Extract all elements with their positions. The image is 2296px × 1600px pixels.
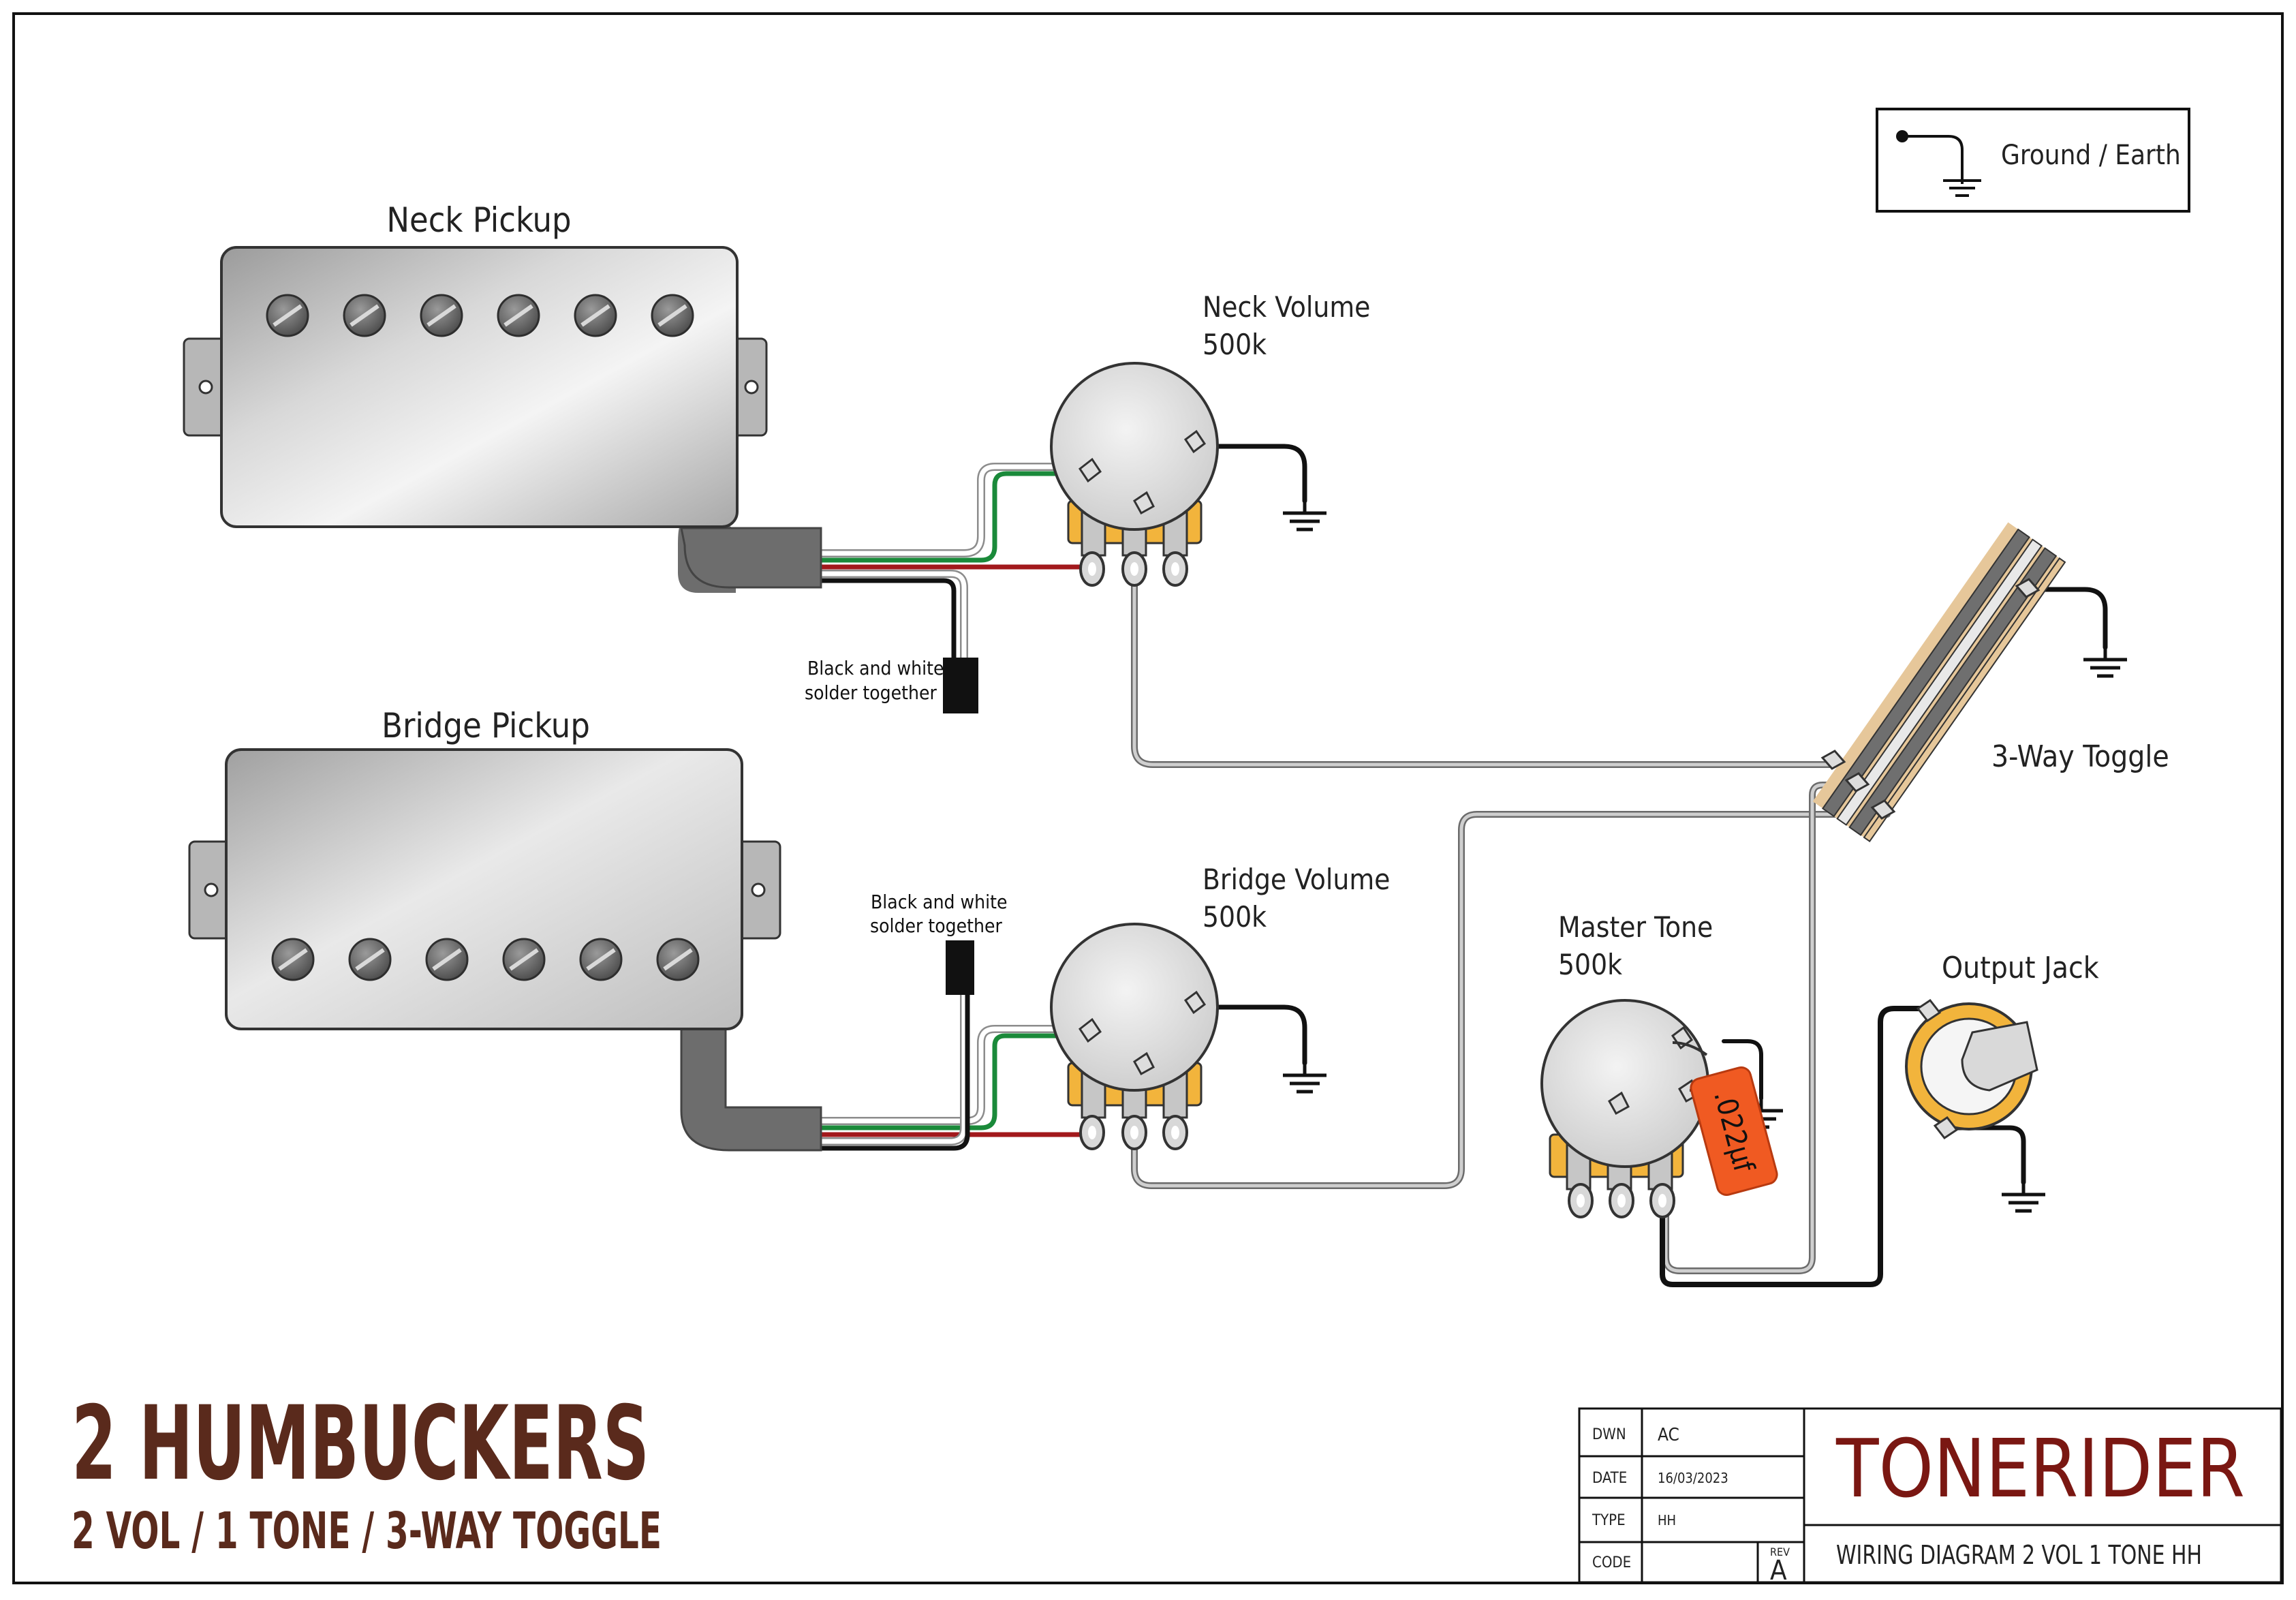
- type-label: TYPE: [1592, 1512, 1626, 1529]
- bridge-volume-pot: Bridge Volume 500k: [1050, 863, 1390, 1150]
- pole-screw-icon: [350, 939, 390, 980]
- page-border: [12, 12, 2284, 1584]
- bridge-volume-name: Bridge Volume: [1203, 863, 1390, 896]
- pole-screw-icon: [273, 939, 313, 980]
- neck-pickup: Neck Pickup: [183, 200, 822, 593]
- pole-screw-icon: [498, 295, 539, 336]
- neck-solder-note-line1: Black and white: [807, 657, 944, 679]
- code-label: CODE: [1592, 1554, 1631, 1571]
- date-value: 16/03/2023: [1658, 1470, 1728, 1486]
- pole-screw-icon: [575, 295, 616, 336]
- bridge-volume-ground-icon: [1283, 1063, 1327, 1092]
- type-value: HH: [1658, 1512, 1676, 1528]
- pole-screw-icon: [503, 939, 544, 980]
- neck-solder-note-line2: solder together: [805, 681, 937, 704]
- date-label: DATE: [1592, 1470, 1627, 1487]
- neck-solder-joint-icon: [943, 658, 978, 713]
- neck-volume-pot: Neck Volume 500k: [1050, 290, 1370, 587]
- three-way-toggle: 3-Way Toggle: [1812, 522, 2169, 843]
- neck-volume-ground-icon: [1283, 501, 1327, 529]
- bridge-solder-joint-icon: [946, 940, 974, 995]
- ground-legend: Ground / Earth: [1876, 108, 2190, 213]
- toggle-ground-icon: [2083, 647, 2127, 676]
- rev-value: A: [1770, 1555, 1787, 1586]
- pole-screw-icon: [426, 939, 467, 980]
- dwn-value: AC: [1658, 1425, 1679, 1445]
- title-block-fields: DWN AC DATE 16/03/2023 TYPE HH CODE REV …: [1592, 1421, 2245, 1586]
- pole-screw-icon: [344, 295, 385, 336]
- bridge-solder-note-line1: Black and white: [871, 891, 1008, 913]
- pole-screw-icon: [652, 295, 693, 336]
- title-block: [1578, 1407, 2282, 1584]
- pole-screw-icon: [580, 939, 621, 980]
- output-jack: Output Jack: [1905, 951, 2099, 1140]
- neck-pickup-label: Neck Pickup: [386, 200, 571, 240]
- master-tone-pot: .022µf Master Tone 500k: [1540, 910, 1778, 1218]
- capacitor: .022µf: [1690, 1066, 1778, 1197]
- pole-screw-icon: [267, 295, 308, 336]
- pole-screw-icon: [657, 939, 698, 980]
- neck-volume-value: 500k: [1203, 328, 1267, 361]
- ground-legend-label: Ground / Earth: [2001, 140, 2181, 171]
- diagram-name: WIRING DIAGRAM 2 VOL 1 TONE HH: [1836, 1540, 2202, 1570]
- diagram-subtitle: 2 VOL / 1 TONE / 3-WAY TOGGLE: [72, 1502, 662, 1560]
- bridge-volume-value: 500k: [1203, 900, 1267, 934]
- bridge-pickup: Bridge Pickup: [188, 706, 822, 1152]
- jack-ground-icon: [2002, 1182, 2045, 1211]
- brand-logo: TONERIDER: [1835, 1421, 2245, 1516]
- rev-label: REV: [1770, 1545, 1790, 1558]
- master-tone-value: 500k: [1558, 948, 1622, 981]
- master-tone-name: Master Tone: [1558, 910, 1713, 944]
- pole-screw-icon: [421, 295, 462, 336]
- diagram-title: 2 HUMBUCKERS: [72, 1385, 649, 1503]
- bridge-solder-note-line2: solder together: [870, 914, 1003, 937]
- dwn-label: DWN: [1592, 1426, 1626, 1443]
- wiring: [817, 444, 2108, 1287]
- toggle-label: 3-Way Toggle: [1991, 739, 2169, 774]
- bridge-pickup-label: Bridge Pickup: [382, 706, 590, 745]
- neck-volume-name: Neck Volume: [1203, 290, 1370, 324]
- output-jack-label: Output Jack: [1942, 951, 2099, 985]
